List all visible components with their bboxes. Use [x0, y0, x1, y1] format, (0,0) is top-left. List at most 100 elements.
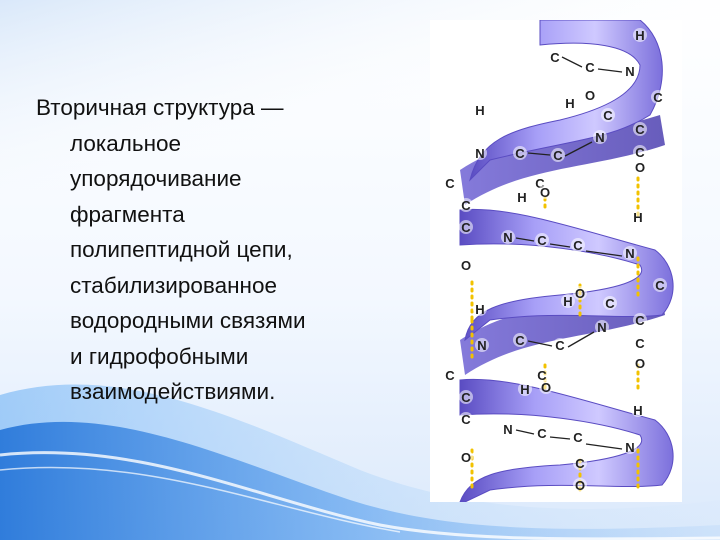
atom-halo — [633, 145, 647, 159]
slide-text: Вторичная структура — локальное упорядоч… — [36, 90, 396, 410]
atom-halo — [535, 368, 549, 382]
carbon-atom-label: C — [635, 336, 645, 351]
hydrogen-atom-label: H — [475, 302, 484, 317]
backbone-bond — [549, 436, 571, 440]
ribbon-front-segment — [459, 378, 674, 502]
atom-halo — [601, 108, 615, 122]
nitrogen-atom-label: N — [625, 440, 634, 455]
carbon-atom-label: C — [635, 122, 645, 137]
carbon-atom-label: C — [555, 338, 565, 353]
text-line: и гидрофобными — [70, 343, 249, 369]
atom-halo — [459, 450, 473, 464]
text-line: водородными связями — [70, 308, 306, 333]
backbone-bond — [549, 243, 571, 248]
carbon-atom-label: C — [550, 50, 560, 65]
hydrogen-atom-label: H — [565, 96, 574, 111]
backbone-bond — [527, 340, 553, 347]
atom-halo — [473, 302, 487, 316]
hydrogen-atom-label: H — [475, 103, 484, 118]
atom-halo — [563, 96, 577, 110]
atom-halo — [573, 456, 587, 470]
oxygen-atom-label: O — [585, 88, 595, 103]
atom-halo — [535, 233, 549, 247]
oxygen-atom-label: O — [540, 185, 550, 200]
carbon-atom-label: C — [585, 60, 595, 75]
carbon-atom-label: C — [535, 176, 545, 191]
atom-halo — [513, 146, 527, 160]
carbon-atom-label: C — [573, 430, 583, 445]
carbon-atom-label: C — [445, 368, 455, 383]
nitrogen-atom-label: N — [597, 320, 606, 335]
ribbon-front-segment — [469, 20, 663, 182]
text-line: упорядочивание — [70, 166, 242, 191]
oxygen-atom-label: O — [575, 478, 585, 493]
carbon-atom-label: C — [461, 412, 471, 427]
atom-halo — [459, 198, 473, 212]
atom-halo — [518, 382, 532, 396]
oxygen-atom-label: O — [461, 258, 471, 273]
atom-halo — [459, 390, 473, 404]
atom-halo — [623, 64, 637, 78]
hydrogen-atom-label: H — [633, 403, 642, 418]
atom-halo — [513, 333, 527, 347]
carbon-atom-label: C — [655, 278, 665, 293]
carbon-atom-label: C — [573, 238, 583, 253]
text-line: стабилизированное — [70, 272, 277, 298]
atom-halo — [631, 210, 645, 224]
hydrogen-atom-label: H — [563, 294, 572, 309]
atom-halo — [515, 190, 529, 204]
nitrogen-atom-label: N — [503, 230, 512, 245]
text-line: взаимодействиями. — [70, 379, 276, 404]
ribbon — [459, 20, 674, 502]
carbon-atom-label: C — [515, 146, 525, 161]
carbon-atom-label: C — [537, 426, 547, 441]
atom-halo — [553, 338, 567, 352]
atom-halo — [459, 412, 473, 426]
carbon-atom-label: C — [635, 313, 645, 328]
atom-halo — [593, 130, 607, 144]
atom-halo — [459, 220, 473, 234]
atom-halo — [459, 258, 473, 272]
carbon-atom-label: C — [553, 148, 563, 163]
atom-halo — [443, 176, 457, 190]
atom-halo — [571, 238, 585, 252]
carbon-atom-label: C — [445, 176, 455, 191]
atom-halo — [535, 426, 549, 440]
oxygen-atom-label: O — [635, 356, 645, 371]
nitrogen-atom-label: N — [503, 422, 512, 437]
oxygen-atom-label: O — [635, 160, 645, 175]
atom-halo — [595, 320, 609, 334]
atom-halo — [651, 90, 665, 104]
backbone-bond — [561, 56, 583, 68]
carbon-atom-label: C — [515, 333, 525, 348]
text-line: локальное — [70, 130, 182, 156]
carbon-atom-label: C — [653, 90, 663, 105]
atom-halo — [633, 28, 647, 42]
text-line: Вторичная структура — — [36, 95, 284, 120]
atom-halo — [583, 60, 597, 74]
nitrogen-atom-label: N — [625, 246, 634, 261]
atom-halo — [443, 368, 457, 382]
atom-halo — [571, 430, 585, 444]
carbon-atom-label: C — [635, 145, 645, 160]
backbone-bond — [515, 429, 535, 435]
atom-halo — [548, 50, 562, 64]
backbone-bond — [585, 443, 623, 450]
atom-halo — [551, 148, 565, 162]
carbon-atom-label: C — [575, 456, 585, 471]
atom-halo — [501, 422, 515, 436]
carbon-atom-label: C — [461, 220, 471, 235]
atom-halo — [473, 103, 487, 117]
backbone-bond — [564, 141, 593, 157]
hydrogen-atom-label: H — [520, 382, 529, 397]
carbon-atom-label: C — [461, 390, 471, 405]
text-line: фрагмента — [70, 201, 185, 227]
carbon-atom-label: C — [603, 108, 613, 123]
oxygen-atom-label: O — [541, 380, 551, 395]
oxygen-atom-label: O — [575, 286, 585, 301]
nitrogen-atom-label: N — [595, 130, 604, 145]
atom-halo — [501, 230, 515, 244]
